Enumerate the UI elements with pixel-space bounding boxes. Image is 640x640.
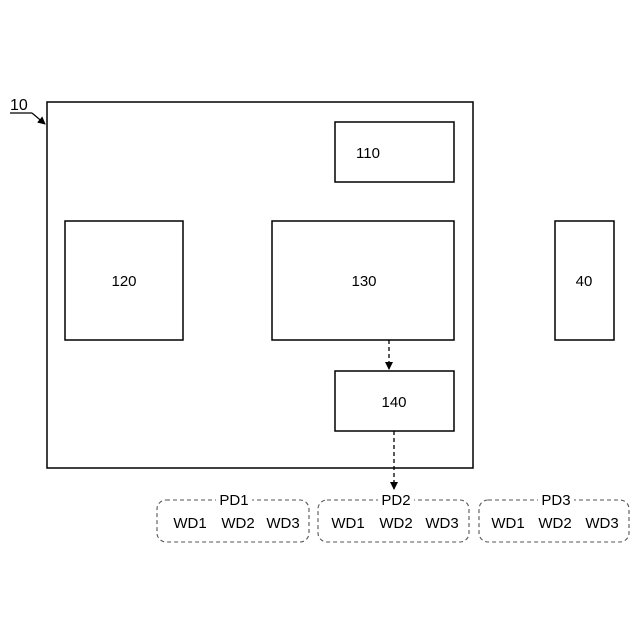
group-pd3-title: PD3 <box>541 492 570 509</box>
block-40-label: 40 <box>576 273 593 290</box>
group-pd3-item-1: WD1 <box>491 515 524 532</box>
block-130-label: 130 <box>351 273 376 290</box>
block-130: 130 <box>272 221 454 340</box>
group-pd2-title: PD2 <box>381 492 410 509</box>
group-pd2-item-3: WD3 <box>425 515 458 532</box>
group-pd1: PD1 WD1 WD2 WD3 <box>157 492 309 542</box>
group-pd2: PD2 WD1 WD2 WD3 <box>318 492 469 542</box>
block-140-label: 140 <box>381 394 406 411</box>
device-reference: 10 <box>10 97 45 124</box>
device-label: 10 <box>10 97 28 114</box>
group-pd3-item-3: WD3 <box>585 515 618 532</box>
group-pd1-item-3: WD3 <box>266 515 299 532</box>
block-120-label: 120 <box>111 273 136 290</box>
block-110-label: 110 <box>356 145 380 162</box>
group-pd1-item-2: WD2 <box>221 515 254 532</box>
group-pd1-title: PD1 <box>219 492 248 509</box>
group-pd3-item-2: WD2 <box>538 515 571 532</box>
block-110-box <box>335 122 454 182</box>
group-pd1-item-1: WD1 <box>173 515 206 532</box>
group-pd2-item-2: WD2 <box>379 515 412 532</box>
device-leader-arrow <box>32 113 45 124</box>
group-pd3: PD3 WD1 WD2 WD3 <box>479 492 629 542</box>
group-pd2-item-1: WD1 <box>331 515 364 532</box>
block-140: 140 <box>335 371 454 431</box>
block-40: 40 <box>555 221 614 340</box>
block-110: 110 <box>335 122 454 182</box>
block-120: 120 <box>65 221 183 340</box>
